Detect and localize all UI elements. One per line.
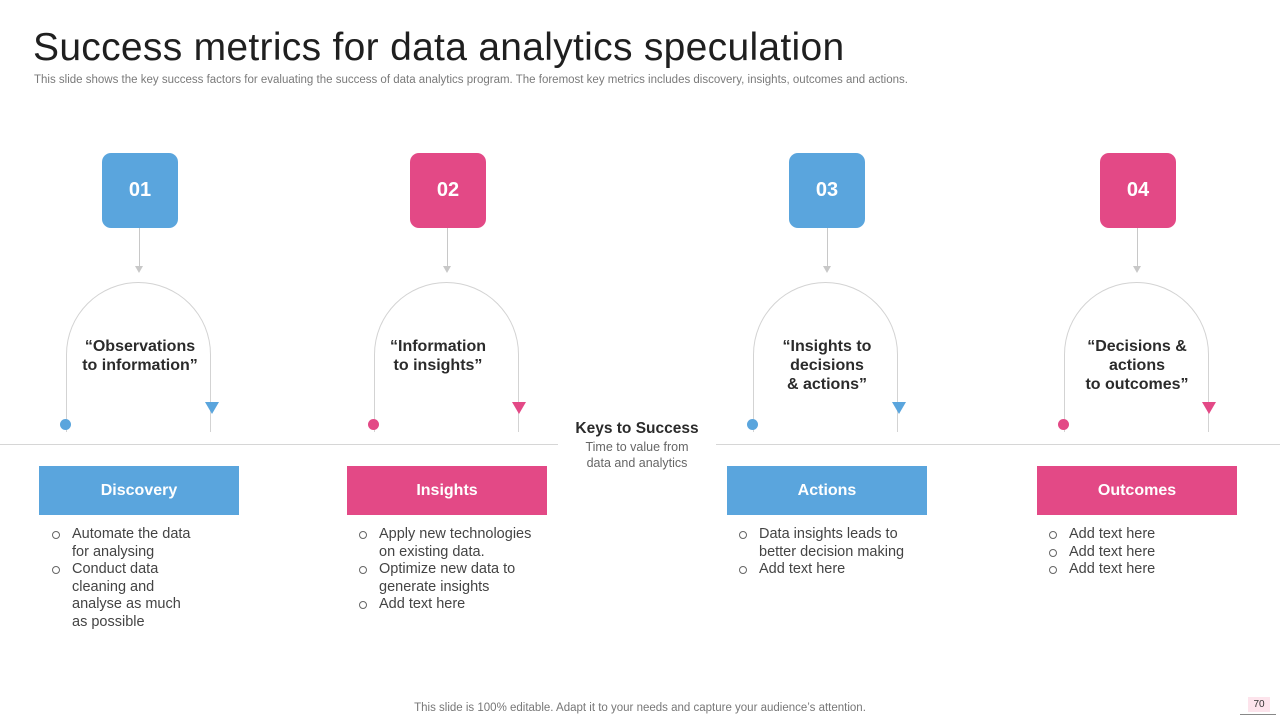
step-number-badge: 02: [410, 153, 486, 228]
quote-line: “Decisions &: [1087, 338, 1187, 355]
slide-title: Success metrics for data analytics specu…: [33, 26, 845, 69]
quote-line: “Insights to: [782, 338, 872, 355]
bullet-circle-icon: [739, 531, 747, 539]
arc-connector: [66, 282, 211, 432]
connector-line: [827, 228, 828, 266]
bullet-item: Conduct data cleaning and analyse as muc…: [52, 561, 222, 631]
bullet-circle-icon: [52, 566, 60, 575]
bullet-circle-icon: [1049, 566, 1057, 575]
triangle-down-icon: [512, 402, 526, 414]
step-label: Actions: [727, 466, 927, 515]
bullet-list: Data insights leads to better decision m…: [739, 526, 929, 579]
bullet-circle-icon: [739, 566, 747, 575]
quote-line: & actions”: [786, 376, 867, 393]
page-number-underline: [1240, 714, 1276, 715]
baseline-right: [716, 444, 1280, 445]
baseline-left: [0, 444, 558, 445]
arc-connector: [1064, 282, 1209, 432]
arc-connector: [753, 282, 898, 432]
quote-line: “Observations: [84, 338, 196, 355]
arc-start-dot: [368, 419, 379, 430]
quote-line: decisions: [790, 357, 864, 374]
keys-to-success-title: Keys to Success: [575, 420, 699, 437]
step-number-badge: 03: [789, 153, 865, 228]
connector-arrow-icon: [1133, 266, 1141, 273]
quote-line: to outcomes”: [1085, 376, 1189, 393]
triangle-down-icon: [1202, 402, 1216, 414]
quote-line: to insights”: [393, 357, 483, 374]
arc-connector: [374, 282, 519, 432]
quote-line: to information”: [82, 357, 198, 374]
bullet-circle-icon: [359, 566, 367, 575]
quote-line: actions: [1108, 357, 1165, 374]
arc-start-dot: [1058, 419, 1069, 430]
footer-note: This slide is 100% editable. Adapt it to…: [414, 702, 866, 714]
step-label: Outcomes: [1037, 466, 1237, 515]
bullet-item: Apply new technologies on existing data.: [359, 526, 549, 561]
triangle-down-icon: [205, 402, 219, 414]
step-label: Insights: [347, 466, 547, 515]
bullet-circle-icon: [359, 531, 367, 539]
arc-start-dot: [747, 419, 758, 430]
step-quote: “Information to insights”: [363, 337, 513, 375]
arc-start-dot: [60, 419, 71, 430]
bullet-item: Add text here: [1049, 544, 1219, 562]
step-quote: “Observations to information”: [65, 337, 215, 375]
bullet-list: Add text here Add text here Add text her…: [1049, 526, 1219, 579]
connector-line: [139, 228, 140, 266]
connector-line: [447, 228, 448, 266]
bullet-item: Add text here: [739, 561, 929, 579]
bullet-circle-icon: [1049, 531, 1057, 539]
step-number-badge: 01: [102, 153, 178, 228]
bullet-item: Automate the data for analysing: [52, 526, 222, 561]
bullet-item: Data insights leads to better decision m…: [739, 526, 929, 561]
step-quote: “Insights to decisions & actions”: [752, 337, 902, 394]
quote-line: “Information: [390, 338, 486, 355]
bullet-list: Automate the data for analysing Conduct …: [52, 526, 222, 632]
bullet-list: Apply new technologies on existing data.…: [359, 526, 549, 614]
keys-to-success-subtitle: Time to value from data and analytics: [585, 440, 689, 470]
bullet-item: Add text here: [1049, 526, 1219, 544]
bullet-item: Add text here: [1049, 561, 1219, 579]
bullet-circle-icon: [1049, 548, 1057, 557]
slide-subtitle: This slide shows the key success factors…: [34, 74, 908, 86]
triangle-down-icon: [892, 402, 906, 414]
bullet-circle-icon: [359, 601, 367, 610]
connector-arrow-icon: [135, 266, 143, 273]
page-number: 70: [1248, 697, 1270, 712]
step-quote: “Decisions & actions to outcomes”: [1062, 337, 1212, 394]
step-label: Discovery: [39, 466, 239, 515]
bullet-item: Add text here: [359, 596, 549, 614]
connector-arrow-icon: [823, 266, 831, 273]
connector-arrow-icon: [443, 266, 451, 273]
bullet-circle-icon: [52, 531, 60, 539]
bullet-item: Optimize new data to generate insights: [359, 561, 549, 596]
step-number-badge: 04: [1100, 153, 1176, 228]
connector-line: [1137, 228, 1138, 266]
